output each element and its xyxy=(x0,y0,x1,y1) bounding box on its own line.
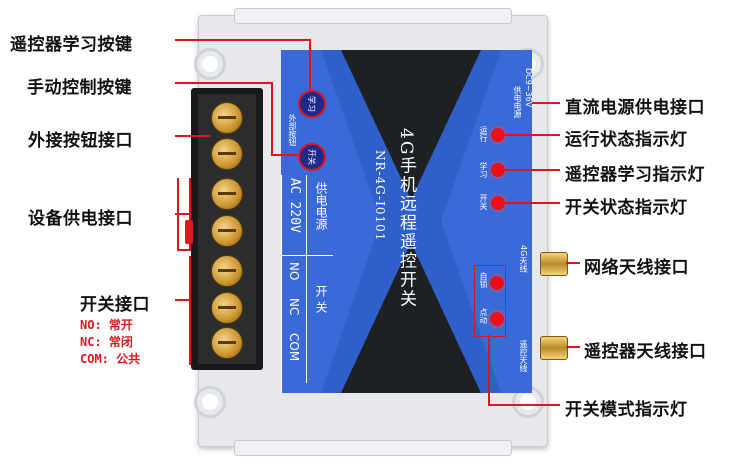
remote-antenna-label: 遥控天线 xyxy=(519,340,528,372)
dc-power-label: 供电电源 xyxy=(513,86,522,118)
callout-manual-button: 手动控制按键 xyxy=(27,78,132,98)
callout-ext-button-port: 外接按钮接口 xyxy=(28,131,133,151)
terminal-screw-6 xyxy=(211,292,243,324)
callout-dc-power-port: 直流电源供电接口 xyxy=(565,98,705,118)
dc-voltage-label: DC9~36V xyxy=(524,68,533,108)
label-table xyxy=(281,175,332,393)
callout-remote-antenna-port: 遥控器天线接口 xyxy=(584,342,707,362)
network-antenna-connector xyxy=(540,252,568,276)
leader-learn-button xyxy=(175,39,311,90)
terminal-no: NO xyxy=(287,262,301,281)
momentary-label: 点动 xyxy=(479,308,488,324)
ext-button-label: 外部按钮 xyxy=(288,114,297,146)
device-case-bottom-tab xyxy=(234,440,512,456)
run-indicator-led xyxy=(491,128,505,142)
terminal-screw-1 xyxy=(211,102,243,134)
self-lock-indicator-led xyxy=(490,276,504,290)
terminal-screw-4 xyxy=(211,215,243,247)
label-table-hline xyxy=(281,255,333,256)
bracket-power xyxy=(177,178,191,251)
self-lock-label: 自锁 xyxy=(479,272,488,288)
switch-indicator-led xyxy=(491,196,505,210)
terminal-screw-5 xyxy=(211,255,243,287)
remote-antenna-connector xyxy=(540,336,568,360)
terminal-nc: NC xyxy=(287,298,301,316)
device-title: 4G手机远程遥控开关 xyxy=(396,128,416,309)
terminal-com: COM xyxy=(287,333,301,362)
terminal-screw-7 xyxy=(211,327,243,359)
power-header: 供电电源 xyxy=(314,182,328,230)
learn-label: 学习 xyxy=(479,162,488,178)
switch-label: 开关 xyxy=(479,194,488,210)
callout-run-indicator: 运行状态指示灯 xyxy=(565,130,688,150)
callout-network-antenna-port: 网络天线接口 xyxy=(584,258,689,278)
note-nc: NC: 常闭 xyxy=(80,335,133,349)
mount-hole-bottom-left xyxy=(194,386,226,418)
callout-switch-indicator: 开关状态指示灯 xyxy=(565,198,688,218)
callout-remote-learn-button: 遥控器学习按键 xyxy=(10,35,133,55)
mount-hole-top-left xyxy=(194,48,226,80)
note-no: NO: 常开 xyxy=(80,318,133,332)
callout-mode-indicator: 开关模式指示灯 xyxy=(565,400,688,420)
terminal-screw-3 xyxy=(211,178,243,210)
device-model: NR-4G-I0101 xyxy=(373,150,387,242)
net-antenna-label: 4G天线 xyxy=(519,245,528,273)
switch-header: 开 关 xyxy=(314,285,328,313)
note-com: COM: 公共 xyxy=(80,352,141,366)
leader-manual-button xyxy=(175,82,298,156)
callout-learn-indicator: 遥控器学习指示灯 xyxy=(565,165,705,185)
momentary-indicator-led xyxy=(490,312,504,326)
device-case-top-tab xyxy=(234,8,512,24)
label-table-divider xyxy=(306,175,307,383)
run-label: 运行 xyxy=(479,126,488,142)
leader-mode xyxy=(488,335,560,406)
learn-indicator-led xyxy=(491,163,505,177)
callout-switch-port: 开关接口 xyxy=(80,295,150,315)
callout-device-power-port: 设备供电接口 xyxy=(28,209,133,229)
power-value: AC 220V xyxy=(287,178,302,233)
terminal-screw-2 xyxy=(211,138,243,170)
